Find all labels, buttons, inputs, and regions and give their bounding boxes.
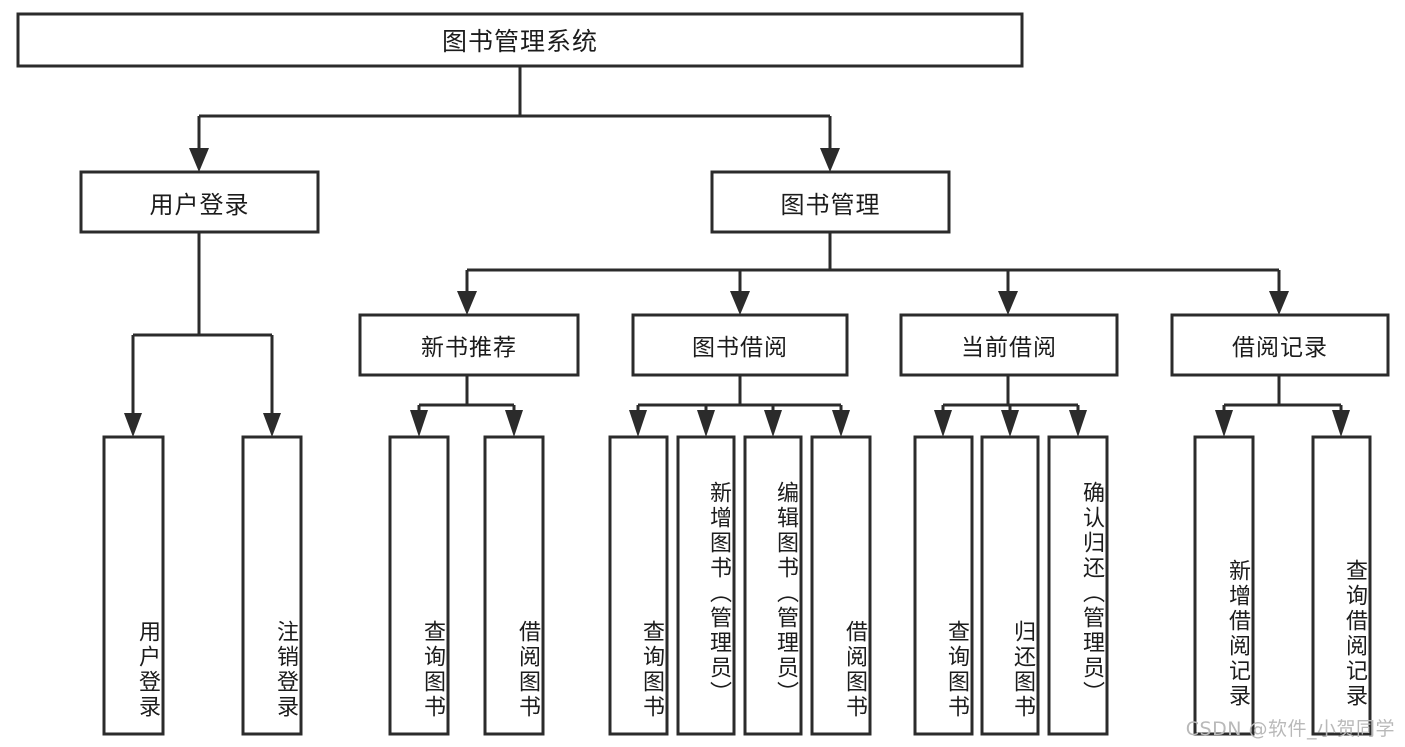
arrowhead-leaf-logout (263, 413, 281, 437)
node-root-box[interactable] (16, 12, 1024, 68)
watermark-text: CSDN @软件_小贺同学 (1185, 718, 1395, 740)
node-current-borrow-box[interactable] (899, 313, 1119, 377)
arrowhead-current-borrow (998, 291, 1018, 315)
leaf-box-br-add-record[interactable] (1193, 435, 1255, 736)
leaf-box-br-query-record[interactable] (1311, 435, 1372, 736)
leaf-box-nbr-query-book[interactable] (388, 435, 450, 736)
arrowhead-leaf-user-login (124, 413, 142, 437)
node-book-borrow-box[interactable] (631, 313, 849, 377)
leaf-box-bb-add-book[interactable] (676, 435, 736, 736)
leaf-box-cb-return-book[interactable] (980, 435, 1040, 736)
arrowhead-bb-leaf-3 (764, 410, 782, 437)
node-borrow-record-box[interactable] (1170, 313, 1390, 377)
node-new-book-rec-box[interactable] (358, 313, 580, 377)
arrowhead-book-mgmt (820, 148, 840, 172)
arrowhead-bb-leaf-4 (832, 410, 850, 437)
arrowhead-bb-leaf-1 (629, 410, 647, 437)
arrowhead-bb-leaf-2 (697, 410, 715, 437)
arrowhead-cb-leaf-2 (1001, 410, 1019, 437)
arrowhead-nbr-leaf-1 (410, 410, 428, 437)
leaf-box-bb-query-book[interactable] (608, 435, 669, 736)
arrowhead-borrow-record (1269, 291, 1289, 315)
node-book-mgmt-box[interactable] (710, 170, 951, 234)
leaf-box-bb-edit-book[interactable] (743, 435, 803, 736)
leaf-box-user-login[interactable] (102, 435, 165, 736)
arrowhead-book-borrow (730, 291, 750, 315)
leaf-box-logout[interactable] (241, 435, 303, 736)
leaf-box-bb-borrow-book[interactable] (810, 435, 872, 736)
arrowhead-nbr-leaf-2 (505, 410, 523, 437)
leaf-box-cb-confirm-return[interactable] (1047, 435, 1109, 736)
leaf-box-cb-query-book[interactable] (913, 435, 974, 736)
arrowhead-br-leaf-1 (1215, 410, 1233, 437)
arrowhead-cb-leaf-1 (934, 410, 952, 437)
arrowhead-user-login (189, 148, 209, 172)
arrowhead-cb-leaf-3 (1069, 410, 1087, 437)
arrowhead-br-leaf-2 (1332, 410, 1350, 437)
arrowhead-new-book-rec (457, 291, 477, 315)
node-user-login-box[interactable] (79, 170, 320, 234)
leaf-box-nbr-borrow-book[interactable] (483, 435, 545, 736)
